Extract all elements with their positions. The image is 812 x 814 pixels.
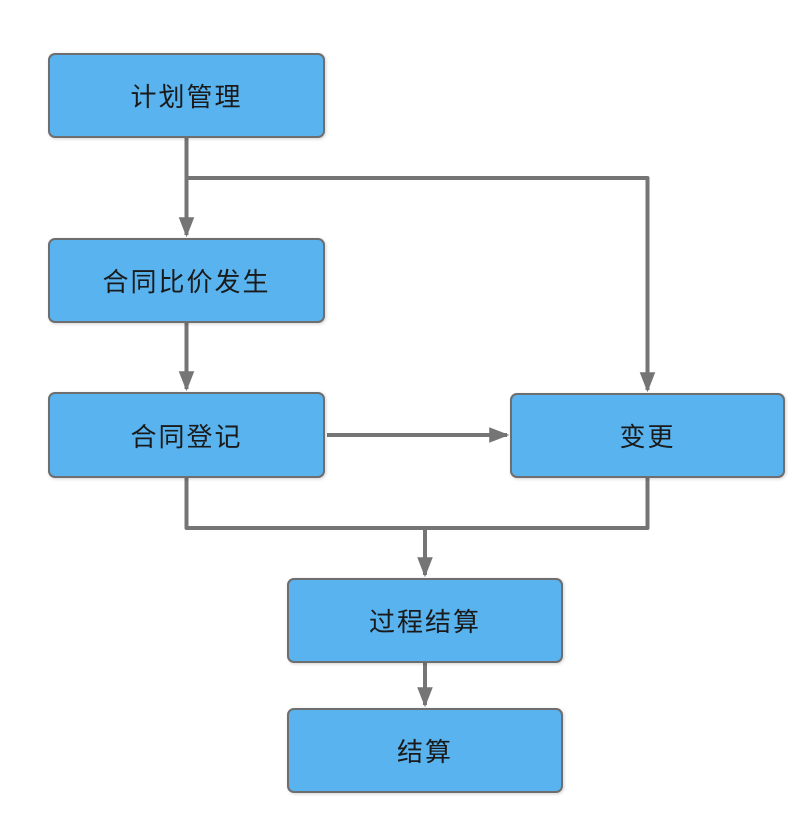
node-contract-registration[interactable]: 合同登记 — [48, 392, 325, 478]
node-settlement[interactable]: 结算 — [287, 708, 563, 793]
node-label: 合同比价发生 — [102, 267, 271, 297]
node-label: 变更 — [619, 422, 676, 452]
node-label: 结算 — [396, 737, 453, 767]
node-label: 合同登记 — [130, 421, 243, 452]
edge-register-merge-segment — [184, 478, 425, 530]
node-label: 计划管理 — [130, 82, 243, 112]
node-plan-management[interactable]: 计划管理 — [48, 53, 325, 138]
node-contract-price-comparison[interactable]: 合同比价发生 — [48, 238, 325, 323]
node-label: 过程结算 — [368, 607, 481, 637]
node-process-settlement[interactable]: 过程结算 — [287, 578, 563, 663]
node-change[interactable]: 变更 — [510, 393, 785, 478]
edge-change-merge-segment — [425, 478, 650, 530]
